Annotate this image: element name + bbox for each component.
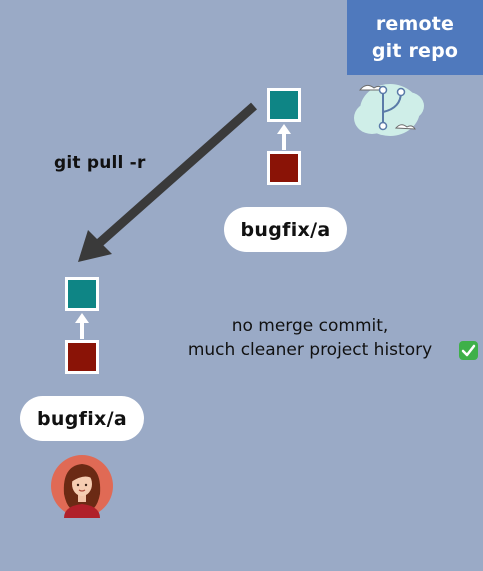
- local-branch-text: bugfix/a: [37, 407, 127, 430]
- remote-commit-link-head: [277, 124, 291, 134]
- local-branch-label: bugfix/a: [20, 396, 144, 441]
- remote-repo-label-box: remote git repo: [347, 0, 483, 75]
- remote-commit-new: [267, 88, 301, 122]
- result-note-line1: no merge commit,: [231, 316, 389, 336]
- pull-arrow-head: [78, 230, 112, 262]
- pull-arrow-shaft: [93, 102, 257, 250]
- developer-avatar-icon: [51, 455, 113, 518]
- remote-commit-base: [267, 151, 301, 185]
- check-mark-icon: [459, 341, 478, 360]
- git-cloud-icon: [354, 84, 424, 136]
- local-commit-base: [65, 340, 99, 374]
- remote-repo-title-line2: git repo: [371, 39, 459, 62]
- command-label: git pull -r: [54, 153, 146, 173]
- result-note-line2: much cleaner project history: [187, 340, 433, 360]
- remote-repo-title-line1: remote: [375, 12, 455, 35]
- local-commit-new: [65, 277, 99, 311]
- remote-branch-label: bugfix/a: [224, 207, 347, 252]
- result-note: no merge commit, much cleaner project hi…: [160, 314, 460, 362]
- remote-branch-text: bugfix/a: [240, 218, 331, 241]
- local-commit-link-head: [75, 313, 89, 323]
